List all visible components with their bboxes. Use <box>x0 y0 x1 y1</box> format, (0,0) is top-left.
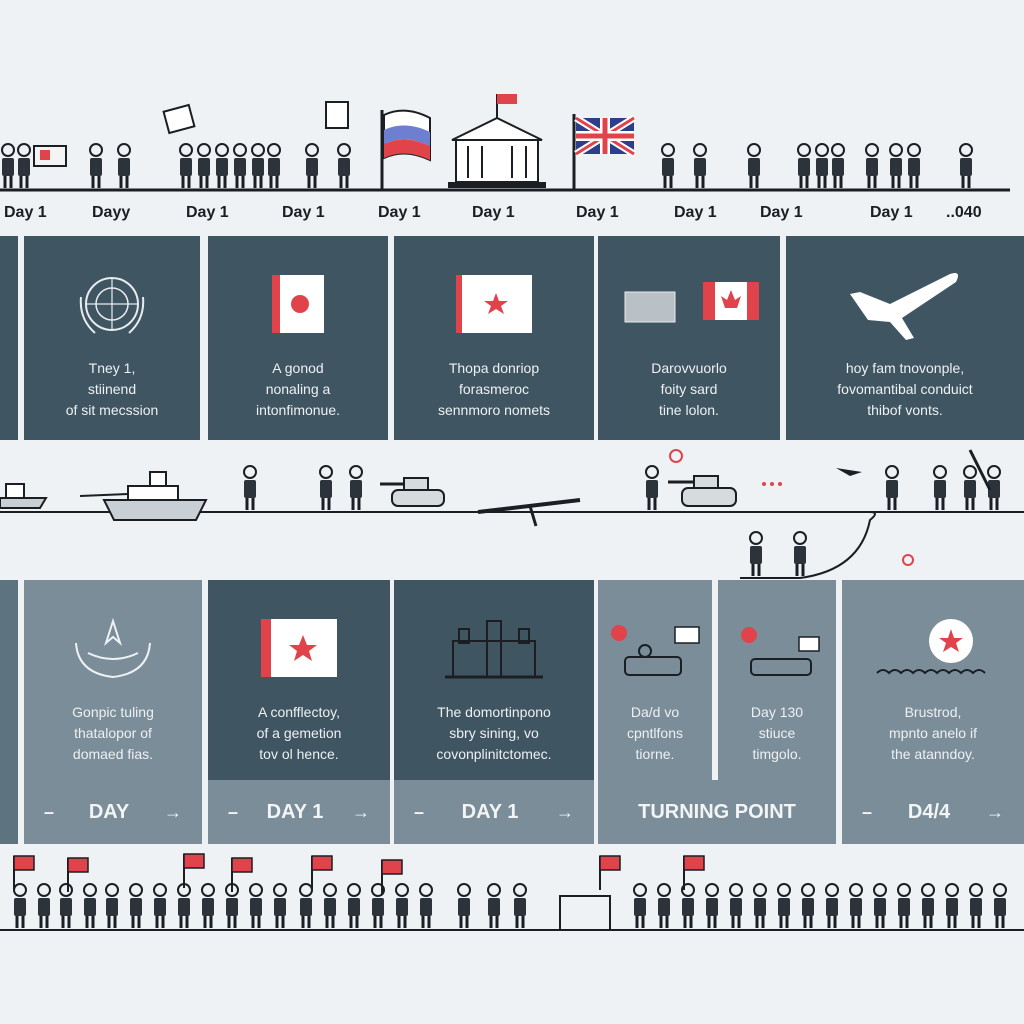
top-crowd-1 <box>0 101 352 190</box>
rifle-1 <box>477 498 581 527</box>
event-panel: Day 130 stiuce timgolo. <box>718 580 836 780</box>
arrow-right-icon: → <box>556 801 574 822</box>
day-label: Day 1 <box>472 204 515 221</box>
footer-label: DAY <box>88 800 130 823</box>
panel-text: Tney 1, stiinend of sit mecssion <box>65 360 159 418</box>
footer-label: DAY 1 <box>266 800 324 823</box>
tank-1 <box>380 477 445 507</box>
footer-day: – D4/4 → <box>842 780 1024 844</box>
panel-text: A gonod nonaling a intonfimonue. <box>255 360 341 418</box>
star-circle-icon <box>863 608 1003 688</box>
panel-text: The domortinpono sbry sining, vo covonpl… <box>436 704 552 762</box>
bottom-crowd <box>12 853 1008 931</box>
arrow-right-icon: → <box>986 801 1004 822</box>
warship-1 <box>0 483 48 509</box>
day-label: Day 1 <box>870 204 913 221</box>
star-flag-icon <box>257 608 341 688</box>
footer-label: DAY 1 <box>461 800 519 823</box>
star-flag-icon <box>452 264 536 344</box>
government-building <box>448 94 546 188</box>
tank-2 <box>668 475 737 507</box>
panel-edge-left <box>0 580 18 844</box>
panel-text: Darovvuorlo foity sard tine lolon. <box>651 360 727 418</box>
footer-turning-point: TURNING POINT <box>598 780 836 844</box>
panel-text: A confflectoy, of a gemetion tov ol henc… <box>256 704 342 762</box>
day-label: Day 1 <box>674 204 717 221</box>
day-label: ..040 <box>946 204 982 221</box>
uk-flag <box>572 114 636 190</box>
japan-flag-icon <box>268 264 328 344</box>
panel-text: Da/d vo cpntlfons tiorne. <box>626 704 684 762</box>
event-panel: The domortinpono sbry sining, vo covonpl… <box>394 580 594 780</box>
event-panel: Thopa donriop forasmeroc sennmoro nomets <box>394 236 594 440</box>
canada-flag-icon <box>619 264 759 344</box>
dash: – <box>44 801 55 822</box>
soldiers-icon <box>727 608 827 688</box>
day-label: Day 1 <box>576 204 619 221</box>
warship-2 <box>79 471 208 521</box>
middle-scene <box>0 449 1024 579</box>
panel-text: Day 130 stiuce timgolo. <box>750 704 804 762</box>
arrow-right-icon: → <box>164 801 182 822</box>
event-panel: Brustrod, mpnto anelo if the atanndoy. <box>842 580 1024 780</box>
arrow-right-icon: → <box>352 801 370 822</box>
event-panel: hoy fam tnovonple, fovomantibal conduict… <box>786 236 1024 440</box>
footer-label: TURNING POINT <box>638 800 796 823</box>
day-label: Day 1 <box>4 204 47 221</box>
day-label: Day 1 <box>760 204 803 221</box>
event-panel: Tney 1, stiinend of sit mecssion <box>24 236 200 440</box>
un-emblem-icon <box>75 264 149 344</box>
parliament-icon <box>439 608 549 688</box>
panel-text: hoy fam tnovonple, fovomantibal conduict… <box>837 360 973 418</box>
dash: – <box>228 801 239 822</box>
protest-vehicle-icon <box>605 608 705 688</box>
panel-text: Thopa donriop forasmeroc sennmoro nomets <box>437 360 551 418</box>
dash: – <box>414 801 425 822</box>
dash: – <box>862 801 873 822</box>
top-crowd-2 <box>660 142 974 190</box>
day-label: Day 1 <box>186 204 229 221</box>
day-label: Day 1 <box>378 204 421 221</box>
panel-edge-left <box>0 236 18 440</box>
event-panel: Gonpic tuling thatalopor of domaed fias. <box>24 580 202 780</box>
day-label: Day 1 <box>282 204 325 221</box>
event-panel: Darovvuorlo foity sard tine lolon. <box>598 236 780 440</box>
event-panel: A gonod nonaling a intonfimonue. <box>208 236 388 440</box>
footer-day: – DAY 1 → <box>394 780 594 844</box>
footer-day: – DAY 1 → <box>208 780 390 844</box>
day-label: Dayy <box>92 204 131 221</box>
russia-flag <box>380 109 431 190</box>
footer-day: – DAY → <box>24 780 202 844</box>
laurel-emblem-icon <box>68 608 158 688</box>
event-panel: A confflectoy, of a gemetion tov ol henc… <box>208 580 390 780</box>
airplane-icon <box>840 264 970 344</box>
footer-label: D4/4 <box>907 800 951 823</box>
panel-text: Gonpic tuling thatalopor of domaed fias. <box>72 704 154 762</box>
event-panel: Da/d vo cpntlfons tiorne. <box>598 580 712 780</box>
panel-text: Brustrod, mpnto anelo if the atanndoy. <box>889 704 977 762</box>
